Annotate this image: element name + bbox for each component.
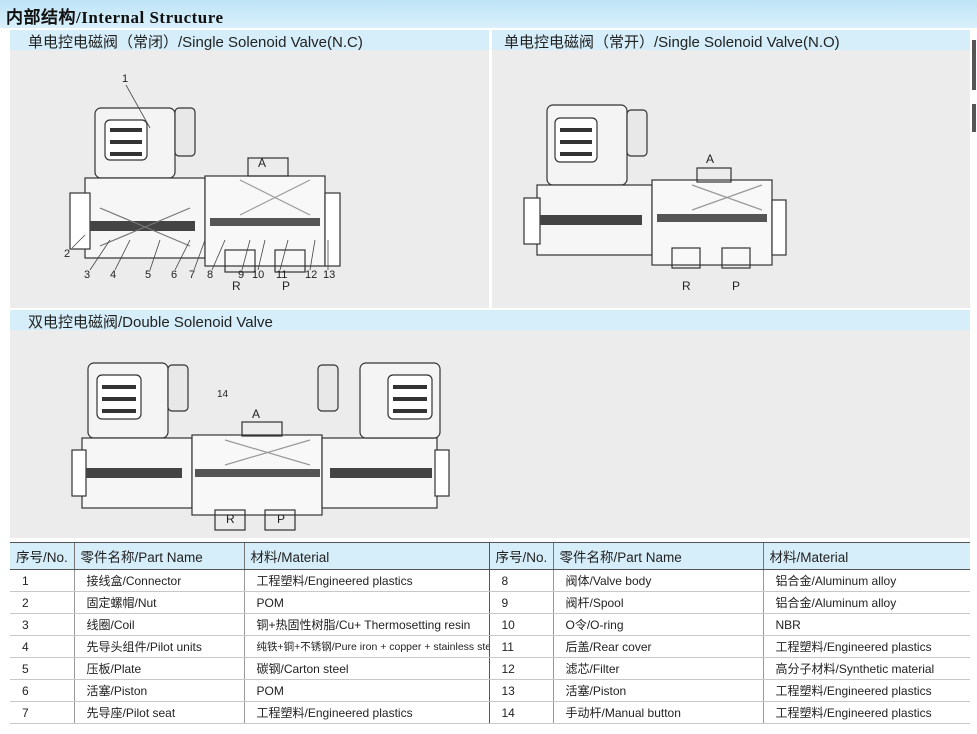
panel-title: 单电控电磁阀（常开）/Single Solenoid Valve(N.O) bbox=[504, 34, 840, 51]
diagram-double-solenoid: 双电控电磁阀/Double Solenoid Valve bbox=[10, 310, 970, 538]
part-material: 铝合金/Aluminum alloy bbox=[762, 591, 970, 614]
part-material: 高分子材料/Synthetic material bbox=[762, 657, 970, 680]
callout-1: 1 bbox=[122, 73, 128, 85]
part-no: 14 bbox=[488, 701, 553, 724]
table-row: 2 固定螺帽/Nut POM 9 阀杆/Spool 铝合金/Aluminum a… bbox=[10, 591, 970, 614]
part-material: NBR bbox=[762, 613, 970, 636]
part-no: 10 bbox=[488, 613, 553, 636]
callout-2: 2 bbox=[64, 248, 70, 260]
part-name: 后盖/Rear cover bbox=[552, 635, 763, 658]
port-label-r: R bbox=[226, 512, 235, 526]
part-name: 压板/Plate bbox=[73, 657, 244, 680]
column-header-name: 零件名称/Part Name bbox=[552, 542, 763, 570]
section-title: 内部结构/Internal Structure bbox=[6, 8, 224, 27]
part-material: 工程塑料/Engineered plastics bbox=[762, 679, 970, 702]
part-no: 2 bbox=[10, 591, 74, 614]
part-material: 铝合金/Aluminum alloy bbox=[762, 569, 970, 592]
panel-header: 单电控电磁阀（常闭）/Single Solenoid Valve(N.C) bbox=[10, 30, 489, 51]
part-no: 1 bbox=[10, 569, 74, 592]
port-label-r: R bbox=[232, 279, 241, 293]
diagram-single-solenoid-no: 单电控电磁阀（常开）/Single Solenoid Valve(N.O) A … bbox=[492, 30, 970, 308]
part-material: POM bbox=[243, 591, 489, 614]
port-label-p: P bbox=[282, 279, 290, 293]
part-name: 滤芯/Filter bbox=[552, 657, 763, 680]
part-name: 活塞/Piston bbox=[73, 679, 244, 702]
port-label-p: P bbox=[732, 279, 740, 293]
column-header-material: 材料/Material bbox=[243, 542, 489, 570]
callout-10: 10 bbox=[252, 269, 264, 281]
part-material: 碳钢/Carton steel bbox=[243, 657, 489, 680]
column-header-material: 材料/Material bbox=[762, 542, 970, 570]
callout-12: 12 bbox=[305, 269, 317, 281]
part-name: 固定螺帽/Nut bbox=[73, 591, 244, 614]
valve-cross-section-drawing: A R P 1 2 3 4 5 6 7 8 9 10 11 12 13 bbox=[64, 73, 341, 293]
part-no: 4 bbox=[10, 635, 74, 658]
panel-title: 双电控电磁阀/Double Solenoid Valve bbox=[28, 314, 273, 331]
part-no: 3 bbox=[10, 613, 74, 636]
callout-9: 9 bbox=[238, 269, 244, 281]
part-name: 阀杆/Spool bbox=[552, 591, 763, 614]
table-row: 1 接线盒/Connector 工程塑料/Engineered plastics… bbox=[10, 569, 970, 592]
callout-5: 5 bbox=[145, 269, 151, 281]
part-no: 12 bbox=[488, 657, 553, 680]
valve-cross-section-drawing: 14 A R P bbox=[71, 362, 450, 531]
table-header-row: 序号/No. 零件名称/Part Name 材料/Material 序号/No.… bbox=[10, 542, 970, 570]
callout-13: 13 bbox=[323, 269, 335, 281]
port-label-a: A bbox=[706, 152, 714, 166]
callout-7: 7 bbox=[189, 269, 195, 281]
part-name: 手动杆/Manual button bbox=[552, 701, 763, 724]
callout-6: 6 bbox=[171, 269, 177, 281]
column-header-name: 零件名称/Part Name bbox=[73, 542, 244, 570]
part-name: 阀体/Valve body bbox=[552, 569, 763, 592]
port-label-p: P bbox=[277, 512, 285, 526]
callout-8: 8 bbox=[207, 269, 213, 281]
panel-header: 单电控电磁阀（常开）/Single Solenoid Valve(N.O) bbox=[492, 30, 970, 51]
part-material: 工程塑料/Engineered plastics bbox=[762, 701, 970, 724]
part-material: 铜+热固性树脂/Cu+ Thermosetting resin bbox=[243, 613, 489, 636]
part-name: 活塞/Piston bbox=[552, 679, 763, 702]
part-no: 5 bbox=[10, 657, 74, 680]
port-label-r: R bbox=[682, 279, 691, 293]
part-no: 8 bbox=[488, 569, 553, 592]
column-header-no: 序号/No. bbox=[10, 542, 74, 570]
parts-table: 序号/No. 零件名称/Part Name 材料/Material 序号/No.… bbox=[10, 542, 970, 724]
part-material: 工程塑料/Engineered plastics bbox=[243, 569, 489, 592]
callout-11: 11 bbox=[276, 269, 287, 281]
table-row: 5 压板/Plate 碳钢/Carton steel 12 滤芯/Filter … bbox=[10, 657, 970, 680]
part-no: 7 bbox=[10, 701, 74, 724]
part-material: 纯铁+铜+不锈钢/Pure iron + copper + stainless … bbox=[243, 635, 489, 658]
valve-cross-section-drawing: A R P bbox=[523, 104, 787, 293]
table-row: 3 线圈/Coil 铜+热固性树脂/Cu+ Thermosetting resi… bbox=[10, 613, 970, 636]
part-name: O令/O-ring bbox=[552, 613, 763, 636]
edge-mark bbox=[972, 104, 976, 132]
part-material: POM bbox=[243, 679, 489, 702]
table-row: 6 活塞/Piston POM 13 活塞/Piston 工程塑料/Engine… bbox=[10, 679, 970, 702]
part-no: 6 bbox=[10, 679, 74, 702]
callout-3: 3 bbox=[84, 269, 90, 281]
edge-mark bbox=[972, 40, 976, 90]
column-header-no: 序号/No. bbox=[488, 542, 553, 570]
panel-title: 单电控电磁阀（常闭）/Single Solenoid Valve(N.C) bbox=[28, 34, 363, 51]
part-name: 先导头组件/Pilot units bbox=[73, 635, 244, 658]
port-label-a: A bbox=[258, 156, 266, 170]
part-material: 工程塑料/Engineered plastics bbox=[243, 701, 489, 724]
table-row: 7 先导座/Pilot seat 工程塑料/Engineered plastic… bbox=[10, 701, 970, 724]
callout-14: 14 bbox=[217, 389, 229, 400]
part-name: 线圈/Coil bbox=[73, 613, 244, 636]
part-no: 9 bbox=[488, 591, 553, 614]
table-row: 4 先导头组件/Pilot units 纯铁+铜+不锈钢/Pure iron +… bbox=[10, 635, 970, 658]
part-no: 13 bbox=[488, 679, 553, 702]
diagram-single-solenoid-nc: 单电控电磁阀（常闭）/Single Solenoid Valve(N.C) A bbox=[10, 30, 489, 308]
part-name: 先导座/Pilot seat bbox=[73, 701, 244, 724]
port-label-a: A bbox=[252, 407, 260, 421]
callout-4: 4 bbox=[110, 269, 116, 281]
part-material: 工程塑料/Engineered plastics bbox=[762, 635, 970, 658]
part-name: 接线盒/Connector bbox=[73, 569, 244, 592]
panel-header: 双电控电磁阀/Double Solenoid Valve bbox=[10, 310, 970, 331]
part-no: 11 bbox=[488, 635, 553, 658]
section-banner: 内部结构/Internal Structure bbox=[0, 0, 977, 28]
